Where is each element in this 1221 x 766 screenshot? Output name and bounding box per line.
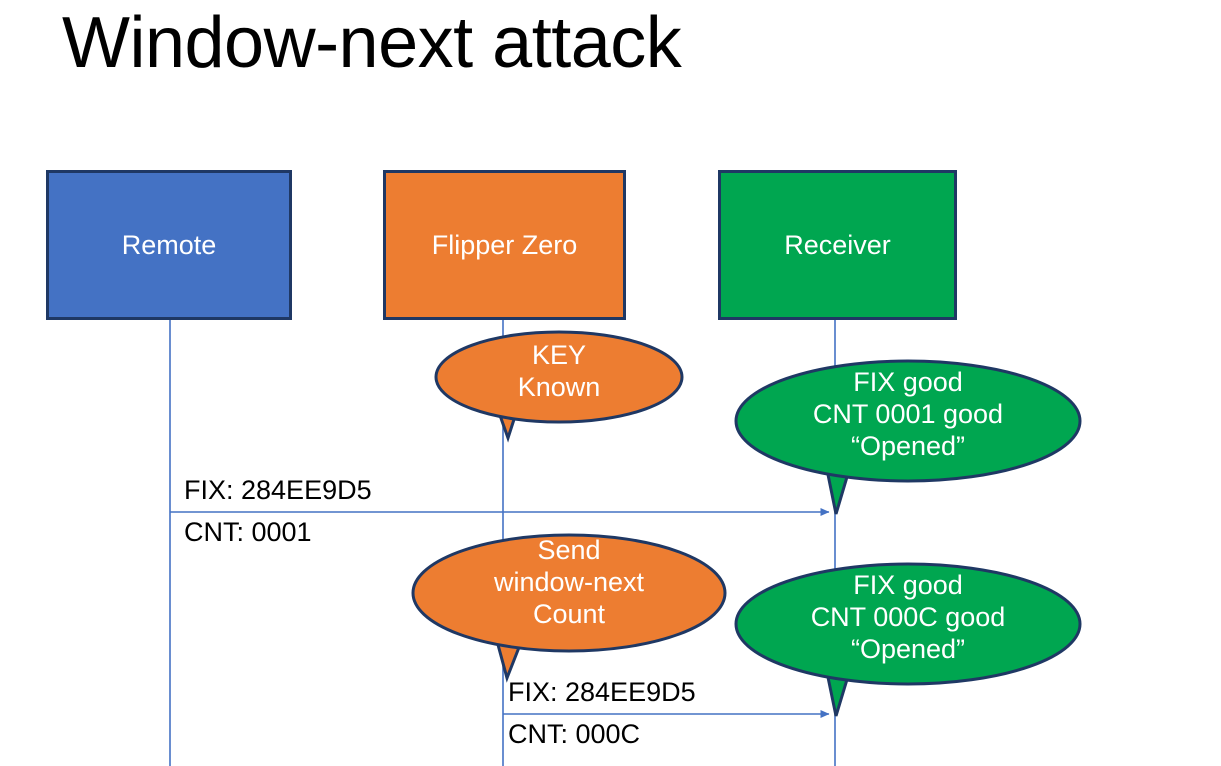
callout-receiver-verify-2 bbox=[734, 562, 1082, 717]
callout-bubble-receiver-verify-1 bbox=[734, 359, 1082, 483]
actor-label-remote: Remote bbox=[121, 229, 217, 260]
actor-box-remote[interactable]: Remote bbox=[46, 170, 292, 320]
callout-bubble-receiver-verify-2 bbox=[734, 562, 1082, 686]
message-1-cnt-label: CNT: 0001 bbox=[184, 517, 312, 547]
actor-box-receiver[interactable]: Receiver bbox=[718, 170, 957, 320]
actor-box-flipper[interactable]: Flipper Zero bbox=[383, 170, 626, 320]
message-2-fix-label: FIX: 284EE9D5 bbox=[508, 677, 696, 707]
message-1-fix-label: FIX: 284EE9D5 bbox=[184, 475, 372, 505]
actor-label-flipper: Flipper Zero bbox=[431, 229, 578, 260]
callout-receiver-verify-1 bbox=[734, 359, 1082, 515]
callout-key-known bbox=[434, 330, 684, 443]
message-2-cnt-label: CNT: 000C bbox=[508, 719, 641, 749]
callout-bubble-send-window-next bbox=[411, 533, 727, 653]
actor-label-receiver: Receiver bbox=[784, 229, 891, 260]
callout-bubble-key-known bbox=[434, 330, 684, 424]
callout-send-window-next bbox=[411, 533, 727, 683]
page-title: Window-next attack bbox=[62, 3, 682, 83]
